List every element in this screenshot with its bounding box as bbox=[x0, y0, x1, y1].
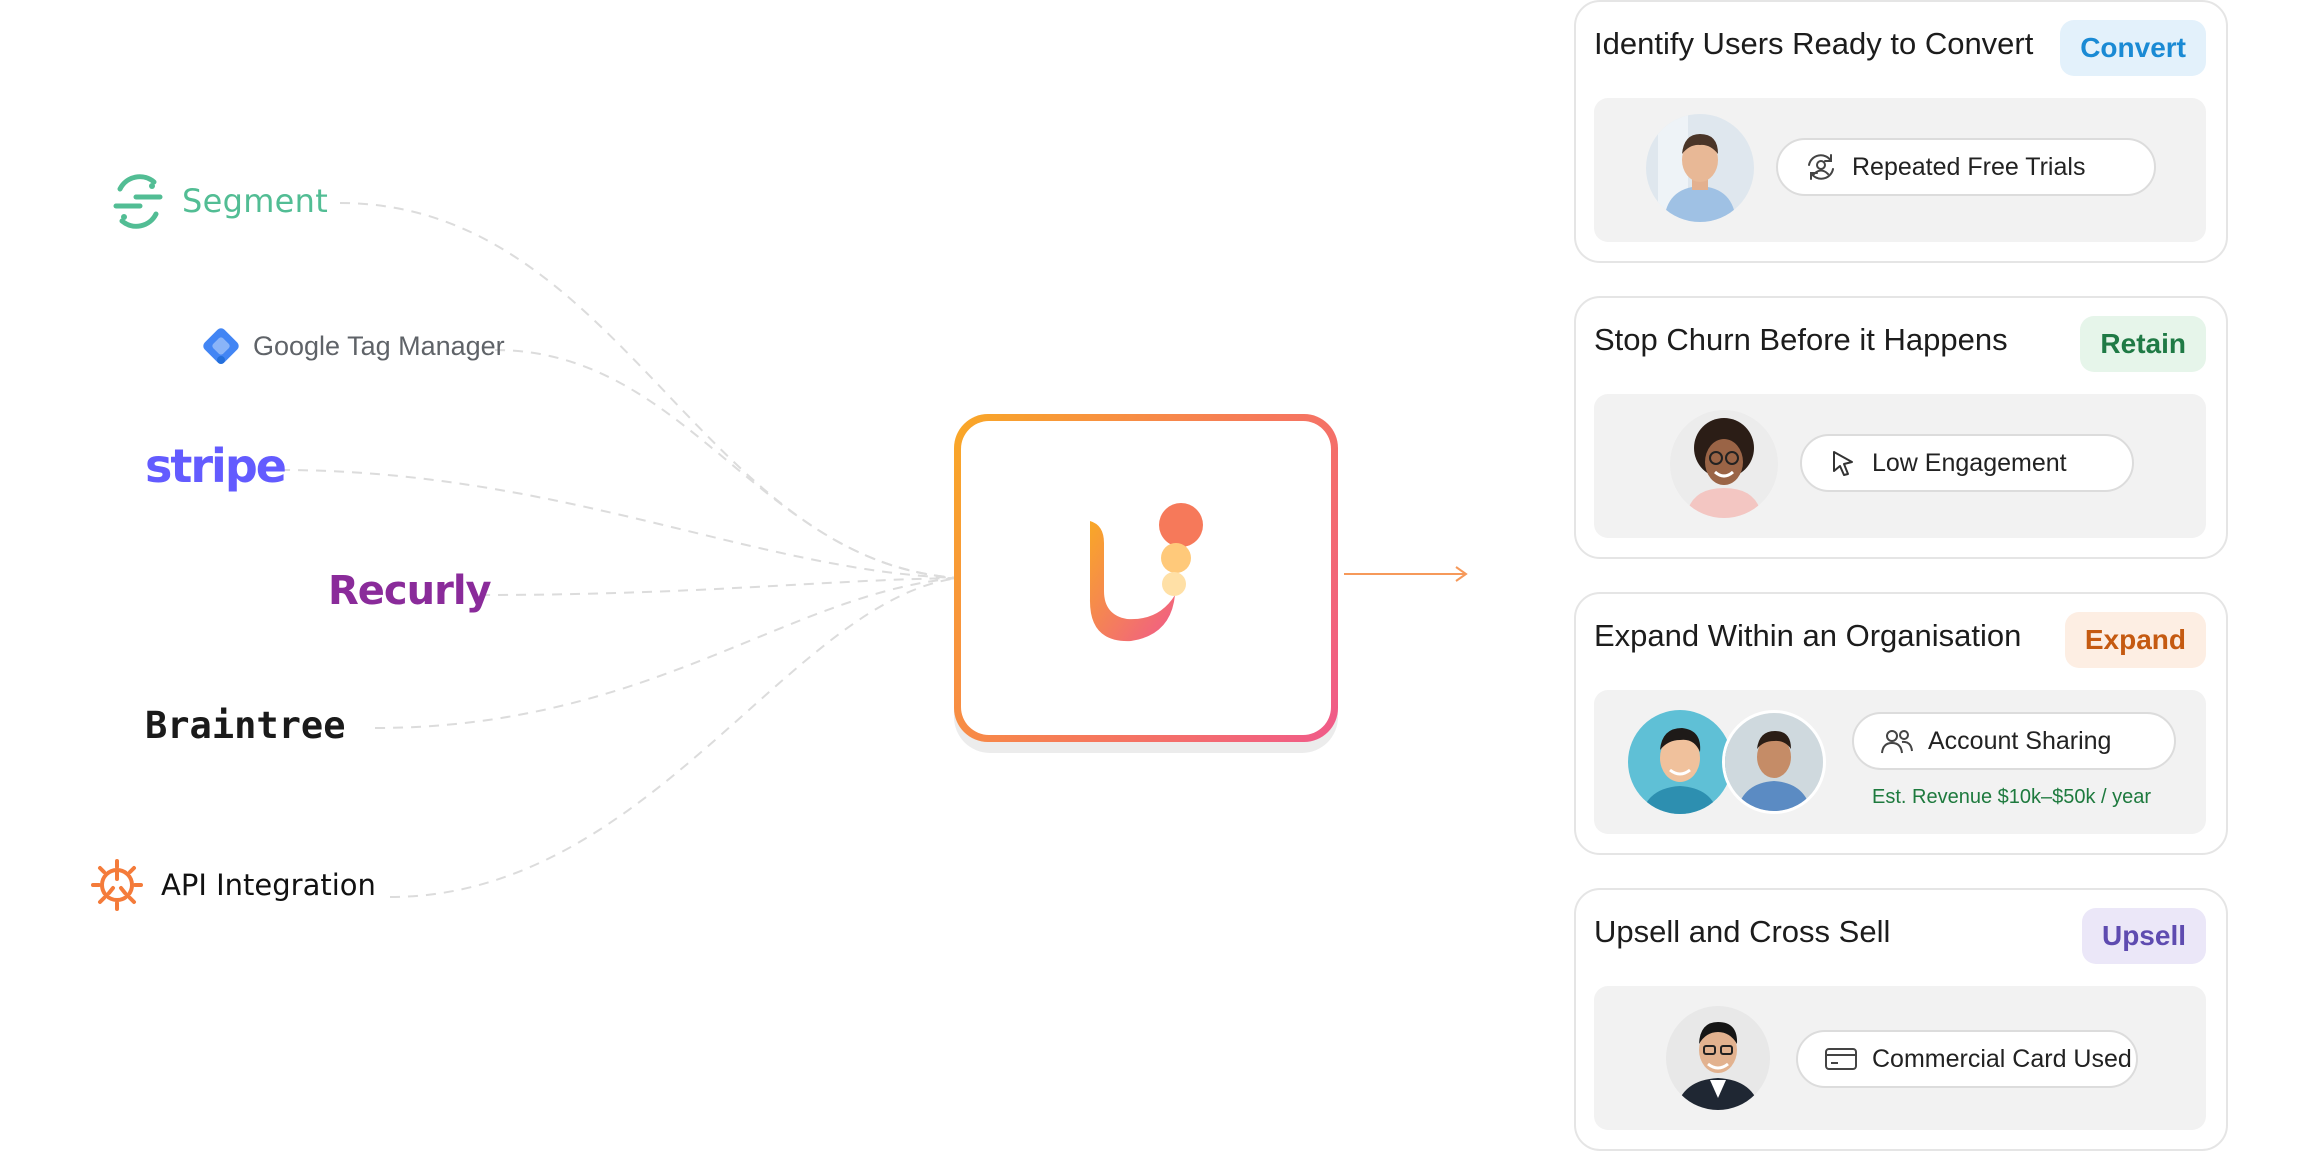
gear-icon bbox=[91, 859, 143, 911]
card-title: Stop Churn Before it Happens bbox=[1594, 322, 2008, 357]
stripe-label: stripe bbox=[145, 439, 287, 493]
hub-box bbox=[954, 414, 1338, 742]
refresh-user-icon bbox=[1808, 154, 1834, 180]
card-retain: Stop Churn Before it Happens Retain Lo bbox=[1574, 296, 2228, 559]
revenue-estimate: Est. Revenue $10k–$50k / year bbox=[1872, 786, 2152, 808]
braintree-label: Braintree bbox=[145, 703, 346, 747]
card-upsell: Upsell and Cross Sell Upsell bbox=[1574, 888, 2228, 1151]
avatar bbox=[1646, 114, 1754, 222]
signal-pill: Account Sharing bbox=[1852, 712, 2176, 770]
avatar-illustration bbox=[1670, 410, 1778, 518]
connector-segment bbox=[339, 202, 959, 579]
connector-braintree bbox=[374, 577, 959, 729]
signal-label: Repeated Free Trials bbox=[1852, 152, 2086, 181]
source-google-tag-manager: Google Tag Manager bbox=[197, 324, 505, 368]
avatar-illustration bbox=[1666, 1006, 1770, 1110]
hub-inner bbox=[961, 421, 1331, 735]
signal-pill: Commercial Card Used bbox=[1796, 1030, 2138, 1088]
avatar-illustration bbox=[1646, 114, 1754, 222]
tag-upsell: Upsell bbox=[2081, 908, 2206, 964]
api-integration-label: API Integration bbox=[161, 868, 376, 902]
signal-pill: Low Engagement bbox=[1800, 434, 2134, 492]
segment-logo-icon bbox=[113, 174, 163, 229]
source-stripe: stripe bbox=[145, 436, 287, 496]
tag-retain: Retain bbox=[2080, 316, 2206, 372]
google-tag-manager-icon bbox=[203, 328, 239, 364]
avatar bbox=[1666, 1006, 1770, 1110]
connector-recurly bbox=[479, 577, 959, 596]
connector-stripe bbox=[279, 469, 959, 579]
card-icon bbox=[1825, 1048, 1857, 1070]
segment-label: Segment bbox=[182, 182, 329, 220]
source-recurly: Recurly bbox=[328, 561, 492, 621]
connector-gtm bbox=[494, 349, 959, 579]
source-segment: Segment bbox=[108, 171, 328, 231]
userled-logo-icon bbox=[1089, 503, 1203, 642]
card-panel: Low Engagement bbox=[1594, 394, 2206, 538]
tag-convert: Convert bbox=[2060, 20, 2206, 76]
card-convert: Identify Users Ready to Convert Convert bbox=[1574, 0, 2228, 263]
source-api-integration: API Integration bbox=[89, 857, 376, 913]
card-panel: Commercial Card Used bbox=[1594, 986, 2206, 1130]
card-title: Expand Within an Organisation bbox=[1594, 618, 2022, 653]
card-panel: Repeated Free Trials bbox=[1594, 98, 2206, 242]
card-expand: Expand Within an Organisation Expand bbox=[1574, 592, 2228, 855]
card-panel: Account Sharing Est. Revenue $10k–$50k /… bbox=[1594, 690, 2206, 834]
connector-api bbox=[389, 577, 959, 898]
users-icon bbox=[1881, 730, 1913, 754]
card-title: Identify Users Ready to Convert bbox=[1594, 26, 2034, 61]
cursor-icon bbox=[1833, 451, 1853, 476]
avatar-illustration bbox=[1628, 710, 1732, 814]
source-braintree: Braintree bbox=[145, 695, 345, 755]
signal-pill: Repeated Free Trials bbox=[1776, 138, 2156, 196]
avatar bbox=[1628, 710, 1732, 814]
avatar-illustration bbox=[1725, 713, 1823, 811]
signal-label: Low Engagement bbox=[1872, 448, 2067, 477]
signal-label: Account Sharing bbox=[1928, 726, 2112, 755]
recurly-label: Recurly bbox=[328, 568, 492, 614]
signal-label: Commercial Card Used bbox=[1872, 1044, 2132, 1073]
tag-expand: Expand bbox=[2064, 612, 2206, 668]
avatar bbox=[1670, 410, 1778, 518]
output-arrow bbox=[1344, 566, 1468, 582]
gtm-label: Google Tag Manager bbox=[253, 330, 505, 361]
avatar bbox=[1722, 710, 1826, 814]
card-title: Upsell and Cross Sell bbox=[1594, 914, 1891, 949]
